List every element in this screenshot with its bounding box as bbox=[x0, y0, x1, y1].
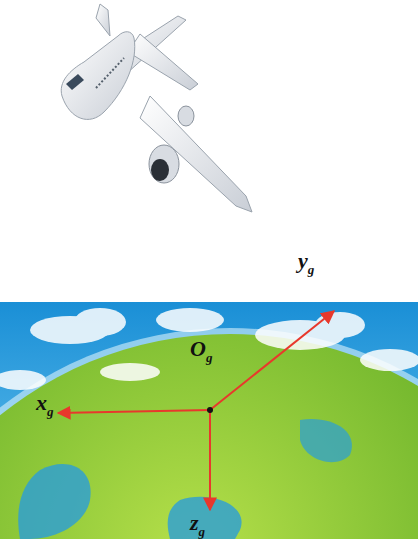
axis-label-y: yg bbox=[298, 250, 314, 272]
symbol: z bbox=[190, 510, 199, 535]
subscript: g bbox=[308, 262, 315, 277]
axis-label-x: xg bbox=[36, 392, 54, 414]
axis-label-z: zg bbox=[190, 512, 205, 534]
subscript: g bbox=[199, 524, 206, 539]
origin-dot bbox=[207, 407, 213, 413]
coordinate-axes bbox=[58, 311, 334, 510]
subscript: g bbox=[47, 404, 54, 419]
subscript: g bbox=[206, 350, 213, 365]
axis-label-origin: Og bbox=[190, 338, 212, 360]
symbol: x bbox=[36, 390, 47, 415]
airplane bbox=[61, 4, 252, 212]
symbol: O bbox=[190, 336, 206, 361]
symbol: y bbox=[298, 248, 308, 273]
earth-scene bbox=[0, 302, 418, 539]
